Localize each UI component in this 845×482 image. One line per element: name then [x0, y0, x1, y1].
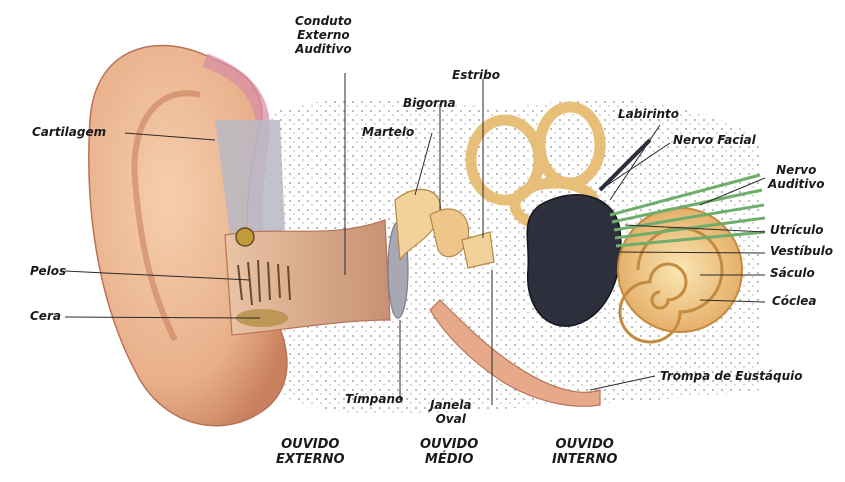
canal-foreign-body — [236, 228, 254, 246]
label-bigorna: Bigorna — [403, 97, 456, 109]
label-cera: Cera — [30, 310, 61, 322]
label-trompa-de-eustaquio: Trompa de Eustáquio — [660, 370, 803, 382]
section-ouvido-interno: OUVIDO INTERNO — [552, 437, 617, 467]
label-janela-oval: Janela Oval — [430, 398, 471, 426]
label-pelos: Pelos — [30, 265, 66, 277]
label-martelo: Martelo — [362, 126, 414, 138]
label-estribo: Estribo — [452, 69, 500, 81]
label-nervo-auditivo: Nervo Auditivo — [768, 163, 824, 191]
label-saculo: Sáculo — [770, 267, 815, 279]
section-ouvido-medio: OUVIDO MÉDIO — [420, 437, 478, 467]
label-labirinto: Labirinto — [618, 108, 679, 120]
label-coclea: Cóclea — [772, 295, 817, 307]
label-conduto-externo-auditivo: Conduto Externo Auditivo — [295, 14, 352, 56]
label-cartilagem: Cartilagem — [32, 126, 106, 138]
section-ouvido-externo: OUVIDO EXTERNO — [276, 437, 345, 467]
label-timpano: Tímpano — [345, 393, 403, 405]
label-nervo-facial: Nervo Facial — [673, 134, 756, 146]
label-vestibulo: Vestíbulo — [770, 245, 833, 257]
label-utriculo: Utrículo — [770, 224, 824, 236]
